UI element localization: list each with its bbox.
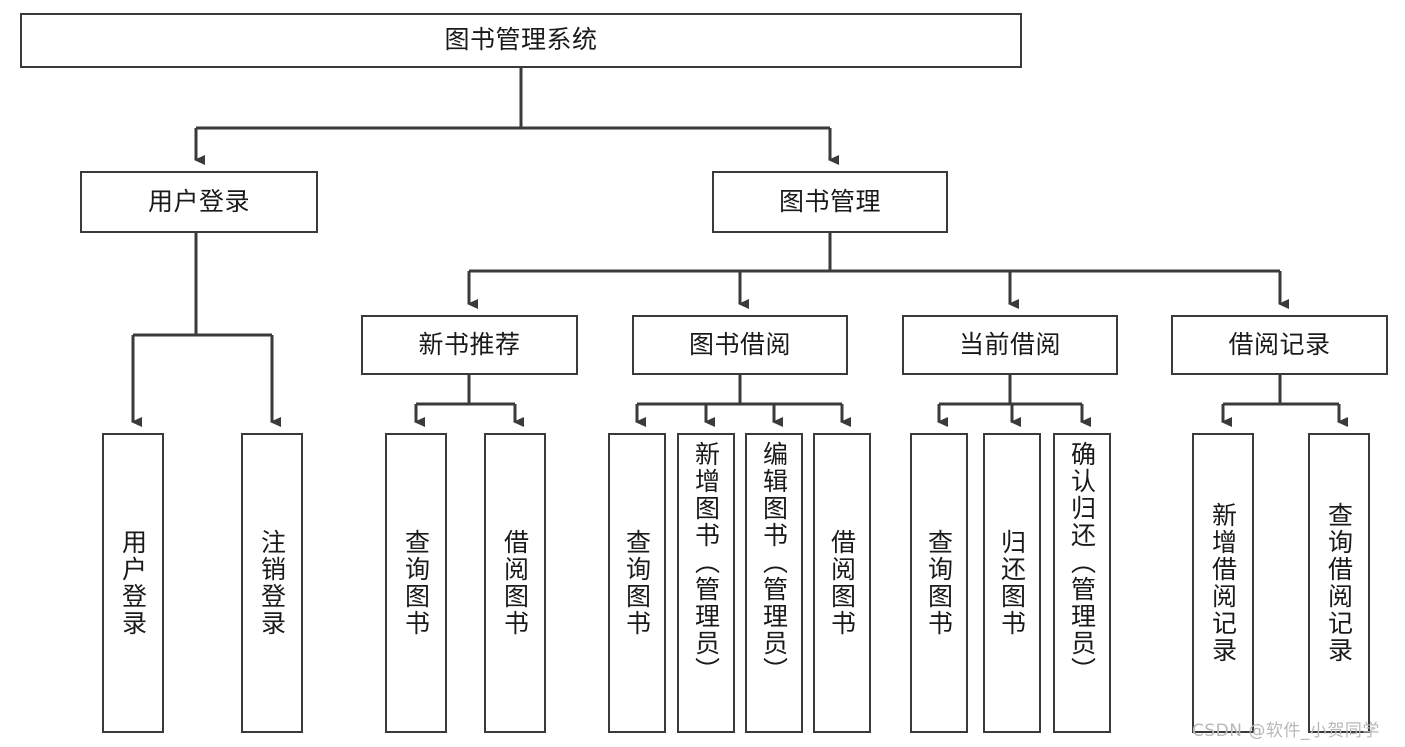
node-user-login[interactable]: 用户登录	[80, 171, 318, 233]
node-leaf-confirm-return-label: 确认归还（管理员）	[1067, 441, 1097, 684]
node-leaf-edit-book[interactable]: 编辑图书（管理员）	[745, 433, 803, 733]
node-leaf-query-book-2-label: 查询图书	[622, 529, 652, 637]
node-leaf-borrow-book-1[interactable]: 借阅图书	[484, 433, 546, 733]
node-book-manage[interactable]: 图书管理	[712, 171, 948, 233]
node-current-borrow-label: 当前借阅	[958, 329, 1061, 359]
node-borrow-record-label: 借阅记录	[1228, 329, 1331, 359]
node-leaf-query-record[interactable]: 查询借阅记录	[1308, 433, 1370, 733]
node-leaf-borrow-book-2[interactable]: 借阅图书	[813, 433, 871, 733]
node-leaf-query-record-label: 查询借阅记录	[1324, 502, 1354, 664]
node-book-borrow[interactable]: 图书借阅	[632, 315, 848, 375]
node-new-book-recommend-label: 新书推荐	[418, 329, 521, 359]
node-leaf-add-book[interactable]: 新增图书（管理员）	[677, 433, 735, 733]
node-leaf-user-login[interactable]: 用户登录	[102, 433, 164, 733]
node-leaf-query-book-1[interactable]: 查询图书	[385, 433, 447, 733]
node-leaf-borrow-book-1-label: 借阅图书	[500, 529, 530, 637]
node-book-borrow-label: 图书借阅	[688, 329, 791, 359]
node-new-book-recommend[interactable]: 新书推荐	[361, 315, 578, 375]
node-current-borrow[interactable]: 当前借阅	[902, 315, 1118, 375]
node-leaf-user-login-label: 用户登录	[118, 529, 148, 637]
node-leaf-edit-book-label: 编辑图书（管理员）	[759, 441, 789, 684]
node-leaf-return-book[interactable]: 归还图书	[983, 433, 1041, 733]
node-leaf-confirm-return[interactable]: 确认归还（管理员）	[1053, 433, 1111, 733]
node-root[interactable]: 图书管理系统	[20, 13, 1022, 68]
node-user-login-label: 用户登录	[147, 186, 250, 216]
node-root-label: 图书管理系统	[444, 25, 598, 55]
node-leaf-query-book-3-label: 查询图书	[924, 529, 954, 637]
node-leaf-add-record-label: 新增借阅记录	[1208, 502, 1238, 664]
csdn-watermark: CSDN @软件_小贺同学	[1192, 721, 1380, 741]
node-leaf-add-record[interactable]: 新增借阅记录	[1192, 433, 1254, 733]
node-leaf-query-book-1-label: 查询图书	[401, 529, 431, 637]
node-leaf-borrow-book-2-label: 借阅图书	[827, 529, 857, 637]
node-leaf-add-book-label: 新增图书（管理员）	[691, 441, 721, 684]
node-borrow-record[interactable]: 借阅记录	[1171, 315, 1388, 375]
node-leaf-query-book-2[interactable]: 查询图书	[608, 433, 666, 733]
node-leaf-return-book-label: 归还图书	[997, 529, 1027, 637]
node-leaf-query-book-3[interactable]: 查询图书	[910, 433, 968, 733]
node-book-manage-label: 图书管理	[778, 186, 881, 216]
node-leaf-logout-label: 注销登录	[257, 529, 287, 637]
node-leaf-logout[interactable]: 注销登录	[241, 433, 303, 733]
